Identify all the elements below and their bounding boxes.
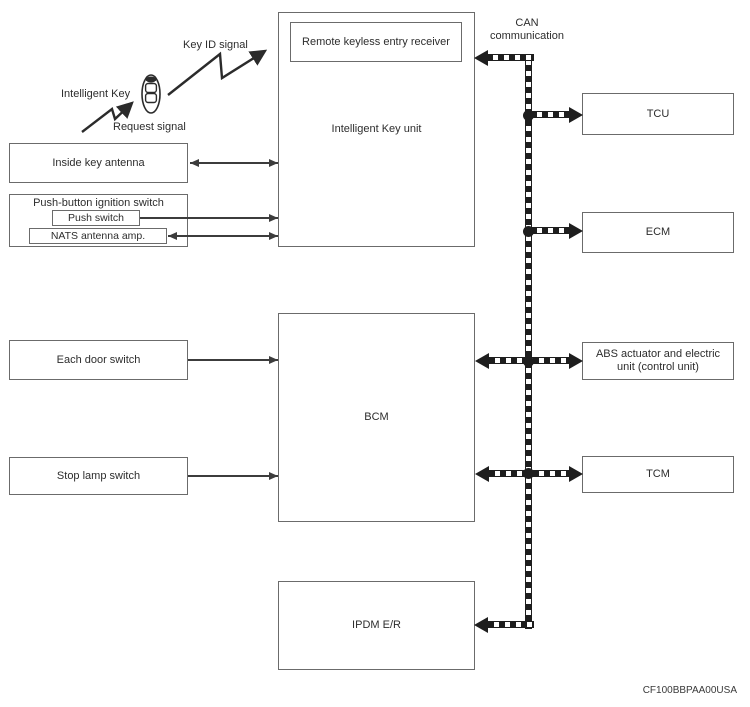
arrow-push-switch-iku (140, 213, 278, 222)
each-door-switch-box: Each door switch (9, 340, 188, 380)
figure-code: CF100BBPAA00USA (642, 685, 737, 696)
can-junction-dot-tcm (523, 468, 534, 479)
can-arrowhead-abs (569, 353, 583, 369)
arrow-nats-antenna-iku (168, 231, 278, 240)
nats-antenna-amp-box: NATS antenna amp. (29, 228, 167, 244)
can-arrowhead-ecm (569, 223, 583, 239)
push-switch-box: Push switch (52, 210, 140, 226)
can-arrowhead-bcm-left-2 (475, 466, 489, 482)
can-arrowhead-tcu (569, 107, 583, 123)
tcm-label: TCM (646, 468, 670, 480)
can-branch-iku (487, 54, 534, 61)
nats-antenna-amp-label: NATS antenna amp. (50, 229, 146, 242)
remote-keyless-entry-receiver-box: Remote keyless entry receiver (290, 22, 462, 62)
can-junction-dot-tcu (523, 110, 534, 121)
ipdm-er-box: IPDM E/R (278, 581, 475, 670)
request-signal-label: Request signal (113, 121, 186, 133)
can-branch-tcu (531, 111, 570, 118)
arrow-stop-lamp-switch-bcm (188, 471, 278, 480)
push-switch-label: Push switch (67, 211, 125, 224)
ipdm-er-label: IPDM E/R (352, 619, 401, 631)
can-junction-dot-abs (523, 356, 534, 367)
arrowhead-right (269, 355, 278, 364)
arrowhead-right (269, 471, 278, 480)
inside-key-antenna-box: Inside key antenna (9, 143, 188, 183)
can-arrowhead-bcm-left (475, 353, 489, 369)
can-arrowhead-iku (474, 50, 488, 66)
intelligent-key-fob-icon (141, 74, 161, 114)
push-button-ignition-switch-label: Push-button ignition switch (33, 197, 164, 209)
arrow-inside-key-antenna-iku (190, 158, 278, 167)
abs-actuator-box: ABS actuator and electric unit (control … (582, 342, 734, 380)
arrowhead-right (269, 231, 278, 240)
abs-actuator-label-line2: unit (control unit) (617, 361, 699, 373)
ecm-label: ECM (645, 226, 671, 238)
abs-actuator-label-line1: ABS actuator and electric (595, 348, 721, 360)
bcm-box: BCM (278, 313, 475, 522)
can-bus-vertical-line (525, 54, 532, 629)
ecm-box: ECM (582, 212, 734, 253)
key-signal-overlay (81, 49, 268, 133)
key-id-signal-label: Key ID signal (183, 39, 248, 51)
can-label-line1: CAN (515, 17, 539, 29)
key-id-signal-zigzag-arrow (167, 49, 268, 96)
tcm-box: TCM (582, 456, 734, 493)
can-arrowhead-ipdm (474, 617, 488, 633)
can-junction-dot-ecm (523, 226, 534, 237)
intelligent-key-label: Intelligent Key (61, 88, 131, 100)
can-label-line2: communication (490, 30, 564, 42)
arrow-each-door-switch-bcm (188, 355, 278, 364)
bcm-label: BCM (364, 411, 389, 423)
can-communication-label: CAN communication (483, 17, 571, 43)
arrowhead-right (269, 158, 278, 167)
tcu-box: TCU (582, 93, 734, 135)
stop-lamp-switch-box: Stop lamp switch (9, 457, 188, 495)
intelligent-key-unit-label: Intelligent Key unit (331, 123, 422, 135)
arrowhead-right (269, 213, 278, 222)
stop-lamp-switch-label: Stop lamp switch (56, 469, 141, 482)
can-arrowhead-tcm (569, 466, 583, 482)
remote-keyless-entry-receiver-label: Remote keyless entry receiver (302, 35, 450, 48)
can-branch-ecm (531, 227, 570, 234)
tcu-label: TCU (646, 107, 670, 120)
arrowhead-left (190, 158, 199, 167)
each-door-switch-label: Each door switch (56, 353, 141, 366)
abs-actuator-label: ABS actuator and electric unit (control … (596, 348, 720, 374)
request-signal-zigzag-arrow (81, 101, 134, 133)
inside-key-antenna-label: Inside key antenna (52, 156, 145, 169)
arrowhead-left (168, 231, 177, 240)
can-branch-ipdm (488, 621, 534, 628)
